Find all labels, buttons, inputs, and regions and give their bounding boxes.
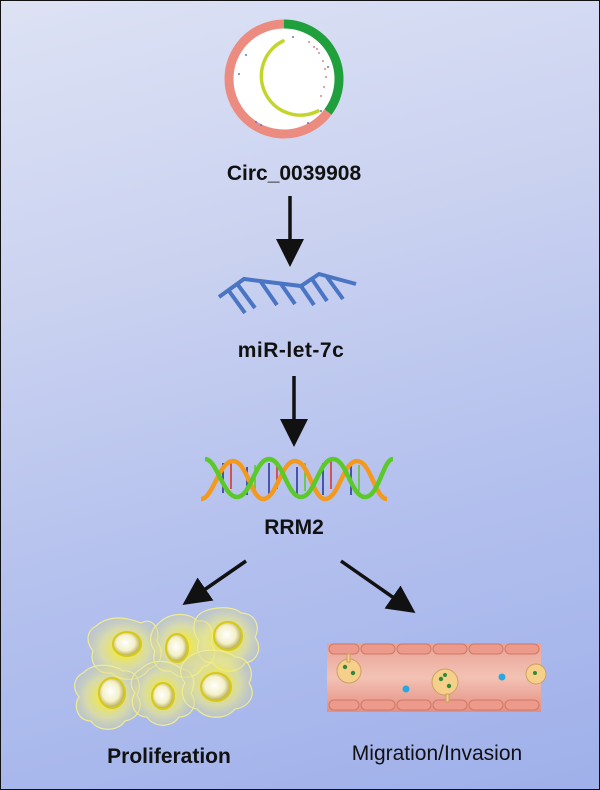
cells-icon [74, 607, 260, 730]
mirna-label: miR-let-7c [237, 339, 345, 362]
circrna-label: Circ_0039908 [226, 162, 362, 185]
mirna-strand-icon [217, 271, 357, 315]
gene-label: RRM2 [264, 516, 324, 539]
arrow-rrm2-to-proliferation [182, 559, 247, 605]
circrna-circos-icon [224, 19, 344, 139]
migration-label: Migration/Invasion [351, 742, 523, 765]
proliferation-label: Proliferation [107, 745, 231, 768]
blood-vessel-icon [327, 643, 547, 712]
arrow-rrm2-to-migration [339, 559, 416, 614]
dna-helix-icon [200, 456, 394, 502]
